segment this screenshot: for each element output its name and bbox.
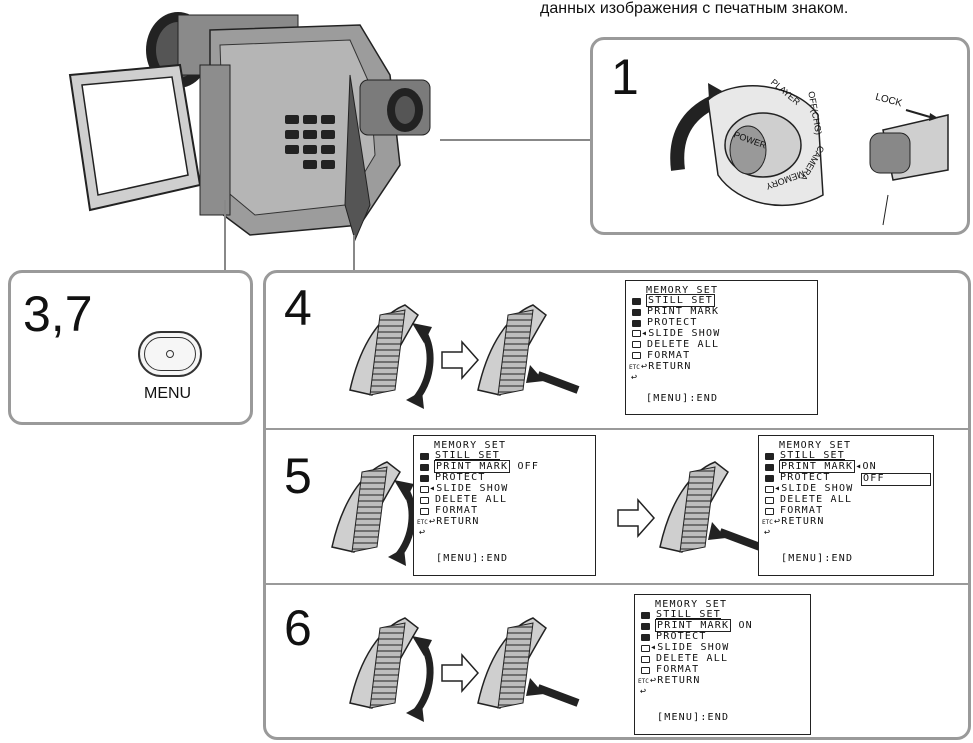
osd-footer: [MENU]:END [436,553,509,564]
delete-all-icon [765,497,774,504]
osd-item-format: FORMAT [435,505,479,516]
format-icon [765,508,774,515]
osd-print-mark-value: ON [738,620,753,631]
osd-step-6: MEMORY SET STILL SET PRINT MARK ON PROTE… [634,594,811,735]
osd-step-5-left: MEMORY SET STILL SET PRINT MARK OFF PROT… [413,435,596,576]
osd-etc-label: ETC [762,519,773,526]
return-icon: ↩ [640,686,648,697]
osd-print-mark-value: OFF [517,461,540,472]
still-set-icon [420,453,429,460]
osd-item-format: FORMAT [647,350,691,361]
format-icon [641,667,650,674]
osd-item-return: RETURN [648,361,692,372]
osd-footer: [MENU]:END [657,712,730,723]
still-set-icon [632,298,641,305]
osd-item-format: FORMAT [780,505,824,516]
format-icon [420,508,429,515]
osd-step-4: MEMORY SET STILL SET PRINT MARK PROTECT … [625,280,818,415]
osd-item-delete-all: DELETE ALL [435,494,508,505]
osd-etc-label: ETC [629,364,640,371]
print-mark-icon [765,464,774,471]
print-mark-icon [632,309,641,316]
step-3-7-number: 3,7 [23,286,93,342]
osd-title: MEMORY SET [655,599,728,610]
menu-button-label: MENU [144,385,192,402]
osd-item-slide-show: SLIDE SHOW [657,642,730,653]
osd-item-print-mark: PRINT MARK [647,306,720,317]
osd-etc-label: ETC [417,519,428,526]
protect-icon [641,634,650,641]
osd-item-still-set: STILL SET [780,450,845,461]
delete-all-icon [641,656,650,663]
osd-item-protect: PROTECT [647,317,698,328]
osd-item-delete-all: DELETE ALL [780,494,853,505]
osd-item-slide-show: SLIDE SHOW [648,328,721,339]
step-6-number: 6 [284,600,312,656]
osd-option-off: OFF [861,473,931,486]
osd-item-return: RETURN [657,675,701,686]
osd-item-still-set: STILL SET [656,609,721,620]
osd-item-delete-all: DELETE ALL [656,653,729,664]
header-caption: данных изображения с печатным знаком. [540,0,849,17]
osd-footer: [MENU]:END [646,393,719,404]
still-set-icon [765,453,774,460]
osd-etc-label: ETC [638,678,649,685]
osd-step-5-right: MEMORY SET STILL SET PRINT MARK◂ON PROTE… [758,435,934,576]
slide-show-icon [632,330,641,337]
osd-item-slide-show: SLIDE SHOW [436,483,509,494]
menu-button[interactable] [138,331,202,377]
print-mark-icon [420,464,429,471]
osd-item-protect: PROTECT [656,631,707,642]
slide-show-icon [420,486,429,493]
slide-show-icon [765,486,774,493]
osd-item-delete-all: DELETE ALL [647,339,720,350]
protect-icon [420,475,429,482]
osd-item-return: RETURN [436,516,480,527]
step-5-number: 5 [284,448,312,504]
osd-item-return: RETURN [781,516,825,527]
step-4-number: 4 [284,280,312,336]
print-mark-icon [641,623,650,630]
osd-item-protect: PROTECT [780,472,831,483]
delete-all-icon [632,341,641,348]
step-3-7-panel: 3,7 MENU [8,270,253,425]
step-1-panel: 1 POWER PLAYER OFF(CHG) CAMERA MEMORY LO… [590,37,970,235]
osd-item-still-set: STILL SET [646,294,715,307]
osd-item-print-mark: PRINT MARK [434,460,511,473]
delete-all-icon [420,497,429,504]
osd-item-still-set: STILL SET [435,450,500,461]
osd-title: MEMORY SET [434,440,507,451]
camcorder-illustration [68,12,431,242]
osd-item-print-mark: PRINT MARK [779,460,856,473]
osd-footer: [MENU]:END [781,553,854,564]
divider-4-5 [266,428,968,430]
still-set-icon [641,612,650,619]
return-icon: ↩ [419,527,427,538]
osd-option-on: ON [862,461,877,472]
osd-item-print-mark: PRINT MARK [655,619,732,632]
return-icon: ↩ [631,372,639,383]
protect-icon [765,475,774,482]
osd-item-protect: PROTECT [435,472,486,483]
osd-title: MEMORY SET [646,285,719,296]
osd-title: MEMORY SET [779,440,852,451]
osd-item-slide-show: SLIDE SHOW [781,483,854,494]
power-dial-illustration [670,83,949,226]
protect-icon [632,320,641,327]
step-1-number: 1 [611,49,639,105]
return-icon: ↩ [764,527,772,538]
divider-5-6 [266,583,968,585]
slide-show-icon [641,645,650,652]
format-icon [632,352,641,359]
osd-item-format: FORMAT [656,664,700,675]
